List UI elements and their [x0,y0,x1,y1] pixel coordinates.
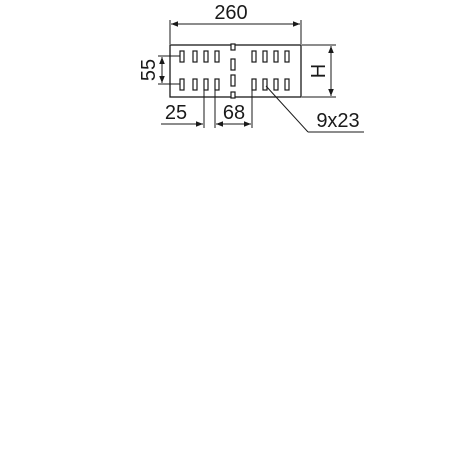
slot [192,50,198,63]
slot [251,78,257,91]
dimension-height: H [302,44,336,98]
slot [230,43,236,51]
slot [251,50,257,63]
slot [203,50,209,63]
slot [179,50,185,63]
slot [214,50,220,63]
slot [230,74,236,87]
edge-offset-label: 25 [165,102,187,124]
slot [179,78,185,91]
slot [284,78,290,91]
slot [284,50,290,63]
dimension-edge-offset: 25 [161,90,205,128]
slot [273,50,279,63]
slot [262,78,268,91]
slot [203,78,209,91]
slot-row-top [179,50,290,63]
slot [192,78,198,91]
height-label: H [308,64,330,78]
row-pitch-label: 55 [138,59,160,81]
slot [273,78,279,91]
dimension-total-width: 260 [169,2,302,44]
slot-pitch-label: 68 [223,102,245,124]
slot [262,50,268,63]
total-width-label: 260 [214,2,247,24]
slot [230,91,236,99]
plate-outline [169,44,302,98]
slot-size-label: 9x23 [316,110,359,132]
leader-slot-size: 9x23 [265,85,364,133]
dimension-row-pitch: 55 [138,55,180,85]
slot [230,58,236,71]
slot-center-column [230,43,236,99]
slot [214,78,220,91]
dimension-slot-pitch: 68 [214,90,253,128]
